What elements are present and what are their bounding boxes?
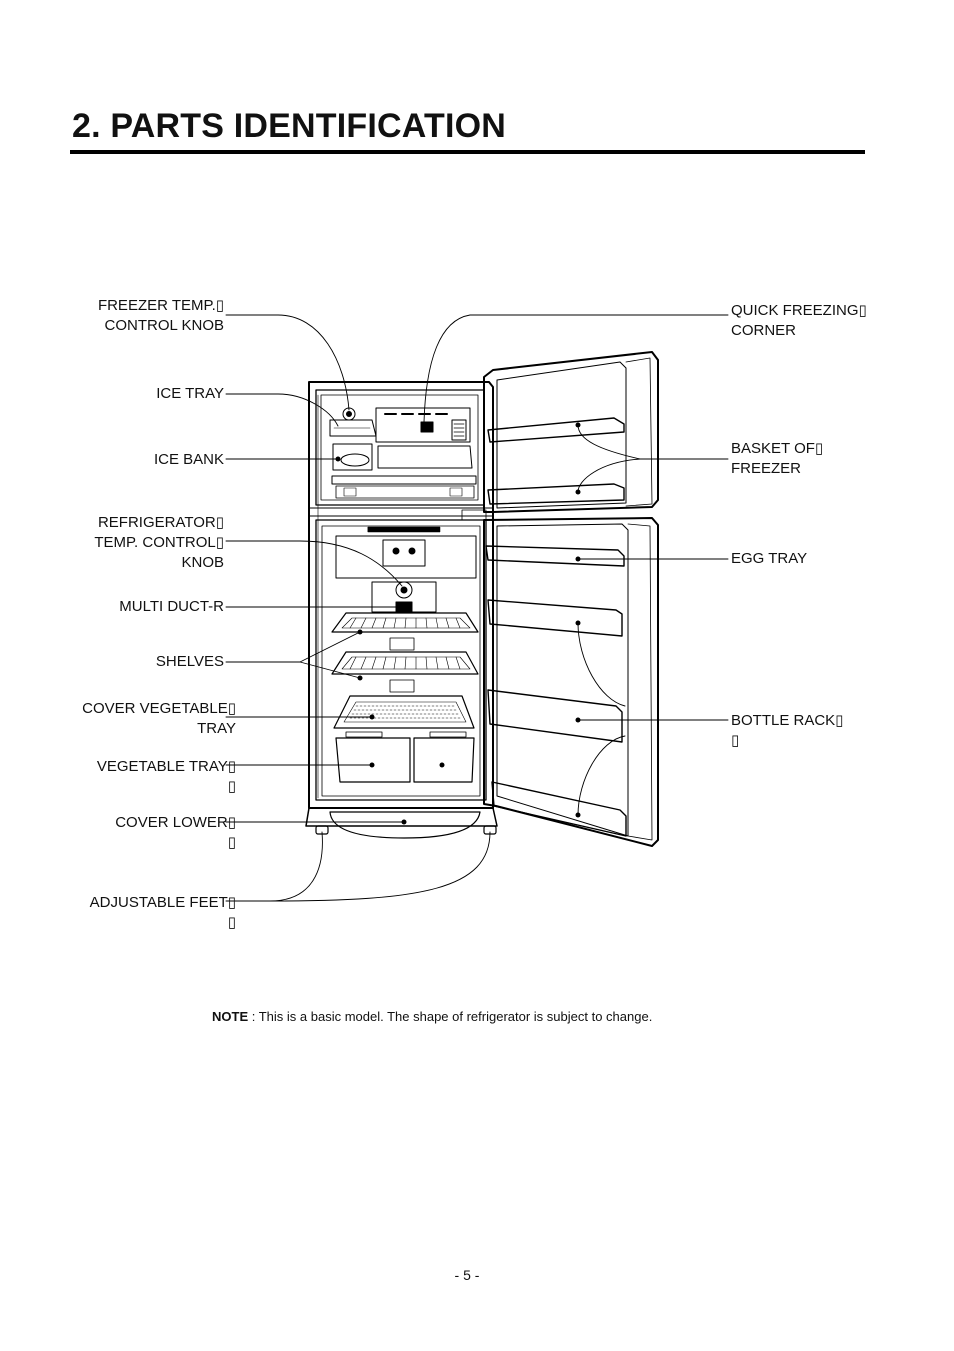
label-bottle-rack: BOTTLE RACK▯ ▯ <box>731 712 844 749</box>
note-text: : This is a basic model. The shape of re… <box>248 1009 653 1024</box>
label-refrigerator-temp-control-knob: REFRIGERATOR▯ TEMP. CONTROL▯ KNOB <box>94 514 224 571</box>
label-multi-duct: MULTI DUCT-R <box>119 598 224 615</box>
refrigerator-door <box>483 517 659 847</box>
refrigerator-internals <box>331 526 479 783</box>
page-number: - 5 - <box>454 1267 480 1283</box>
freezer-door <box>483 351 659 513</box>
label-quick-freezing-corner: QUICK FREEZING▯ CORNER <box>731 302 867 339</box>
label-freezer-temp-control-knob: FREEZER TEMP.▯ CONTROL KNOB <box>97 297 224 334</box>
label-ice-tray: ICE TRAY <box>156 385 224 402</box>
note: NOTE : This is a basic model. The shape … <box>212 1009 652 1024</box>
label-cover-lower: COVER LOWER▯ ▯ <box>115 814 236 851</box>
label-egg-tray: EGG TRAY <box>731 550 808 567</box>
label-cover-vegetable-tray: COVER VEGETABLE▯ TRAY <box>82 700 236 737</box>
freezer-internals <box>329 407 477 499</box>
note-label: NOTE <box>212 1009 249 1024</box>
label-shelves: SHELVES <box>155 653 224 670</box>
label-basket-of-freezer: BASKET OF▯ FREEZER <box>731 440 824 477</box>
leader-lines <box>225 314 729 902</box>
label-ice-bank: ICE BANK <box>153 451 224 468</box>
cabinet-base <box>305 807 498 839</box>
label-adjustable-feet: ADJUSTABLE FEET▯ ▯ <box>89 894 236 931</box>
leader-dots <box>335 422 581 825</box>
title-underline <box>70 150 865 154</box>
label-vegetable-tray: VEGETABLE TRAY▯ ▯ <box>96 758 236 795</box>
page-title: 2. PARTS IDENTIFICATION <box>72 107 507 145</box>
